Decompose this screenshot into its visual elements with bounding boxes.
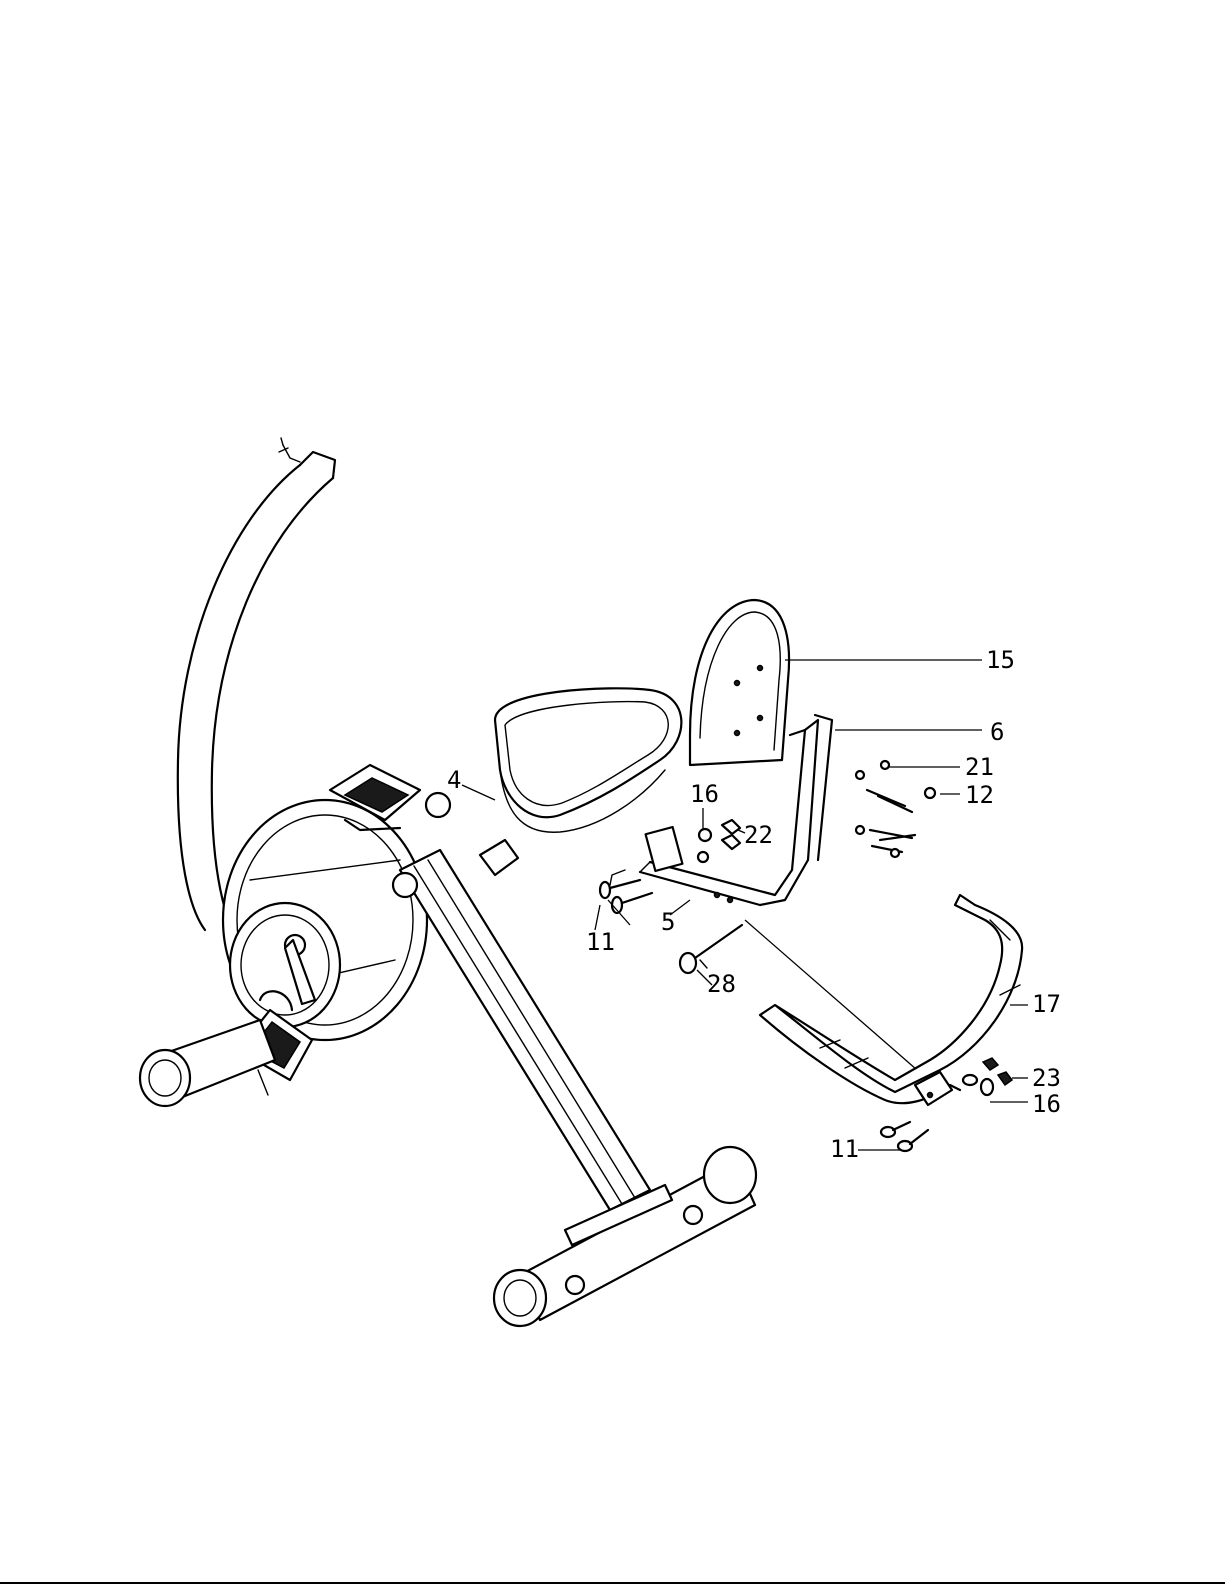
callout-11-handlebar: 11 bbox=[830, 1135, 859, 1163]
backrest-frame bbox=[640, 715, 940, 1090]
callout-17: 17 bbox=[1032, 990, 1061, 1018]
callout-12: 12 bbox=[965, 781, 994, 809]
callout-22: 22 bbox=[744, 821, 773, 849]
callout-5: 5 bbox=[661, 908, 675, 936]
callout-23: 23 bbox=[1032, 1064, 1061, 1092]
handlebar bbox=[760, 895, 1022, 1105]
callout-28: 28 bbox=[707, 970, 736, 998]
backrest-pad bbox=[690, 600, 789, 765]
callout-4: 4 bbox=[447, 766, 461, 794]
callout-15: 15 bbox=[986, 646, 1015, 674]
handlebar-hardware bbox=[881, 1058, 1012, 1151]
backrest-bolts bbox=[856, 761, 935, 857]
callout-11-seat: 11 bbox=[586, 928, 615, 956]
callout-16-seat: 16 bbox=[690, 780, 719, 808]
main-frame-tube bbox=[393, 840, 650, 1210]
callout-16-handlebar: 16 bbox=[1032, 1090, 1061, 1118]
rear-stabilizer-left bbox=[140, 1020, 275, 1106]
seat bbox=[495, 688, 681, 832]
callout-21: 21 bbox=[965, 753, 994, 781]
pop-pin bbox=[680, 925, 742, 973]
flywheel-housing bbox=[223, 800, 427, 1040]
callout-6: 6 bbox=[990, 718, 1004, 746]
